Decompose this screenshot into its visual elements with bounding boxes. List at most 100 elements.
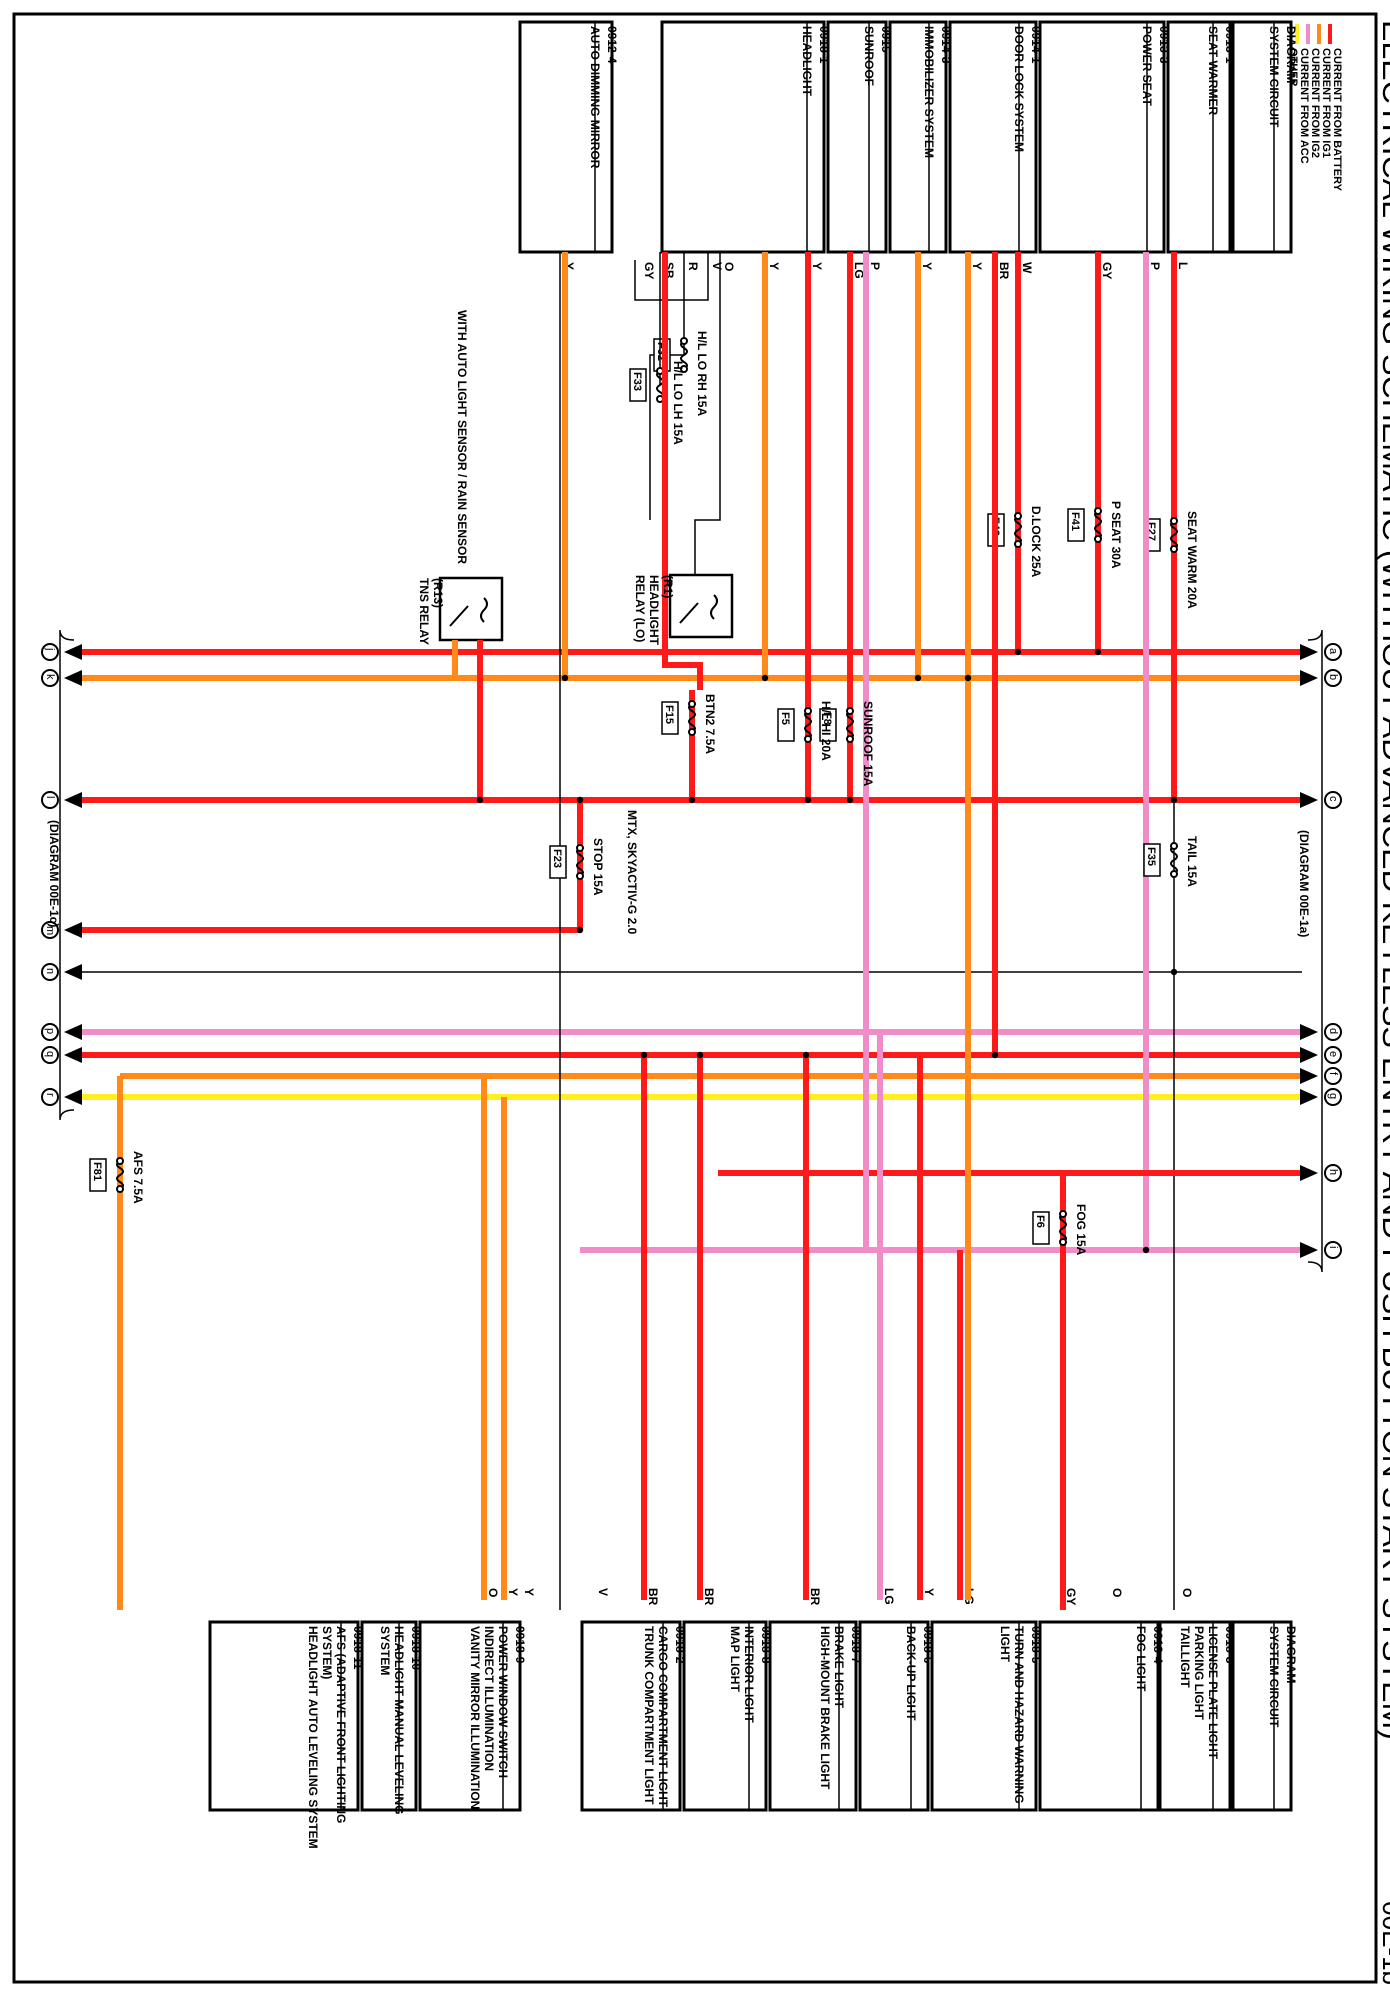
bracket — [1307, 629, 1323, 1273]
wire-color-label: Y — [810, 262, 824, 270]
system-name: TRUNK COMPARTMENT LIGHT — [642, 1626, 656, 1805]
legend-label: CURRENT FROM ACC — [1298, 48, 1310, 164]
fuse-id-box — [777, 708, 795, 742]
connector-arrow — [1300, 1024, 1318, 1040]
system-name: PARKING LIGHT — [1192, 1626, 1206, 1720]
fuse-id-box — [1032, 1211, 1050, 1245]
fuse-terminal — [688, 700, 696, 708]
junction-dot — [1142, 1246, 1150, 1254]
system-box — [518, 20, 614, 254]
fuse-symbol — [680, 340, 688, 370]
legend-label: CURRENT FROM IG1 — [1320, 48, 1332, 158]
connector-label: i — [1327, 1246, 1339, 1248]
system-header-line1: DIAGRAM — [1284, 1626, 1298, 1683]
system-name: FOG LIGHT — [1134, 1626, 1148, 1692]
fuse-terminal — [680, 337, 688, 345]
system-name: IMMOBILIZER SYSTEM — [922, 26, 936, 158]
connector-circle — [1324, 1088, 1342, 1106]
connector-circle — [41, 921, 59, 939]
fuse-label: H/L LO LH 15A — [671, 361, 685, 445]
wire-color-label: R — [686, 262, 700, 271]
connector-circle — [41, 1023, 59, 1041]
connector-label: f — [1327, 1072, 1339, 1076]
system-name: VANITY MIRROR ILLUMINATION — [468, 1626, 482, 1809]
wire-color-label: GY — [1064, 1588, 1078, 1605]
connector-circle — [1324, 1241, 1342, 1259]
system-name: HIGH-MOUNT BRAKE LIGHT — [818, 1626, 832, 1790]
system-header-box — [1231, 20, 1293, 254]
wire — [662, 252, 703, 690]
fuse-terminal — [576, 844, 584, 852]
fuse-symbol — [846, 710, 854, 740]
connector-label: m — [44, 926, 56, 935]
system-name: POWER SEAT — [1140, 26, 1154, 106]
connector-arrow — [1300, 1165, 1318, 1181]
fuse-terminal — [1170, 870, 1178, 878]
connector-arrow — [1300, 1047, 1318, 1063]
wire-color-label: P — [868, 262, 882, 270]
system-name: MAP LIGHT — [728, 1626, 742, 1692]
junction-dot — [914, 674, 922, 682]
legend-label: CURRENT FROM IG2 — [1309, 48, 1321, 158]
connector-arrow — [1300, 1242, 1318, 1258]
wire-color-label: BR — [808, 1588, 822, 1606]
connector-arrow — [64, 644, 82, 660]
system-code: 0918-1 — [817, 26, 831, 64]
system-name: BRAKE LIGHT — [832, 1626, 846, 1709]
fuse-symbol — [688, 703, 696, 733]
fuse-id-box — [661, 701, 679, 735]
fuse-id: F35 — [1145, 847, 1157, 866]
junction-dot — [802, 1051, 810, 1059]
fuse-id-box — [629, 368, 647, 402]
wire-color-label: GY — [642, 262, 656, 279]
connector-arrow — [1300, 1068, 1318, 1084]
system-header-line1: DIAGRAM — [1284, 26, 1298, 83]
fuse-terminal — [116, 1157, 124, 1165]
system-code: 0913-1 — [1223, 26, 1237, 64]
relay-coil — [679, 594, 718, 624]
wire-color-label: O — [1180, 1588, 1194, 1597]
fuse-label: SEAT WARM 20A — [1185, 511, 1199, 609]
system-name: LICENSE PLATE LIGHT — [1206, 1626, 1220, 1760]
relay-ref: (R1) — [661, 575, 675, 598]
connector-label: g — [1327, 1093, 1339, 1099]
system-name: DOOR LOCK SYSTEM — [1012, 26, 1026, 152]
system-name: INTERIOR LIGHT — [742, 1626, 756, 1723]
connector-arrow — [64, 964, 82, 980]
system-name: SEAT WARMER — [1206, 26, 1220, 115]
junction-dot — [964, 674, 972, 682]
system-name: CARGO COMPARTMENT LIGHT — [656, 1626, 670, 1808]
junction-dot — [696, 1051, 704, 1059]
fuse-terminal — [1014, 540, 1022, 548]
fuse-id-box — [819, 708, 837, 742]
system-name: SYSTEM) — [320, 1626, 334, 1679]
connector-circle — [41, 669, 59, 687]
system-name: INDIRECT ILLUMINATION — [482, 1626, 496, 1771]
system-box — [1038, 20, 1166, 254]
system-code: 0913-3 — [1157, 26, 1171, 64]
system-name: TAILLIGHT — [1178, 1626, 1192, 1688]
junction-dot — [1170, 968, 1178, 976]
fuse-label: P SEAT 30A — [1109, 501, 1123, 569]
fuse-label: H/L LO RH 15A — [695, 331, 709, 416]
fuse-symbol — [576, 847, 584, 877]
wire-color-label: Y — [562, 262, 576, 270]
fuse-symbol — [116, 1160, 124, 1190]
bracket — [59, 629, 75, 1121]
fuse-label: D.LOCK 25A — [1029, 506, 1043, 578]
fuse-terminal — [680, 365, 688, 373]
wire-color-label: GY — [1100, 262, 1114, 279]
wire-color-label: BR — [997, 262, 1011, 280]
connector-arrow — [64, 670, 82, 686]
fuse-terminal — [1170, 842, 1178, 850]
system-code: 0918-6 — [921, 1626, 935, 1664]
junction-dot — [1094, 648, 1102, 656]
fuse-terminal — [688, 728, 696, 736]
fuse-terminal — [1170, 517, 1178, 525]
fuse-id: F5 — [779, 712, 791, 725]
connector-arrow — [1300, 792, 1318, 808]
fuse-id: F15 — [663, 705, 675, 724]
wire-color-label: Y — [767, 262, 781, 270]
wire-color-label: Y — [506, 1588, 520, 1596]
